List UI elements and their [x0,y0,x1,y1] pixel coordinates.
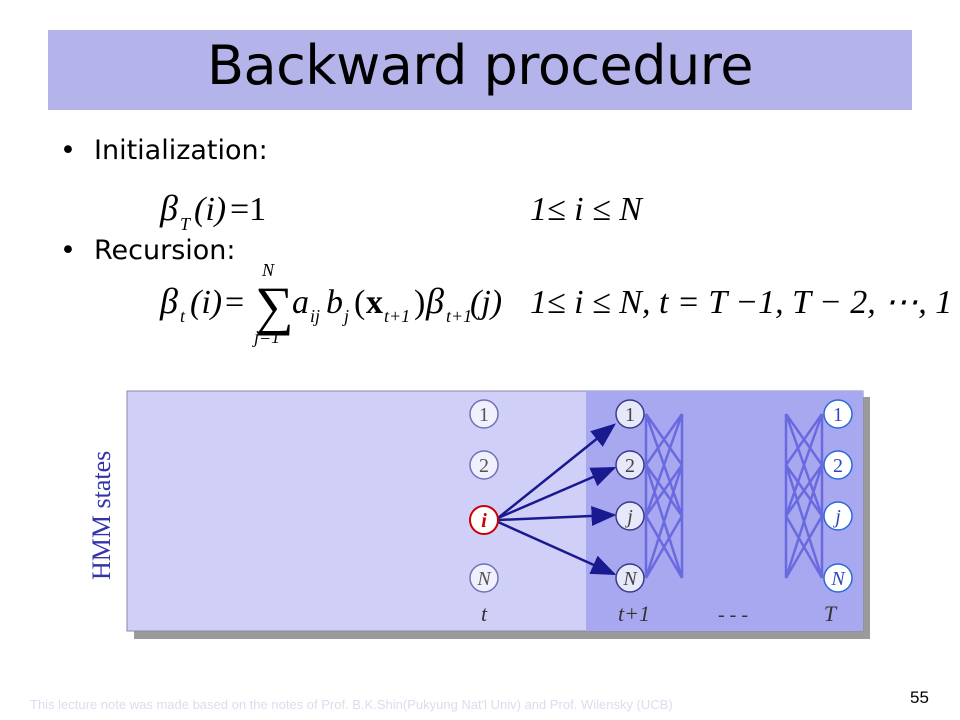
rec-x: x [366,284,383,321]
state-label: N [830,568,846,590]
init-arg: (i) [194,191,226,228]
state-node [615,399,645,429]
init-condition: 1≤ i ≤ N [530,191,644,228]
rec-eq: = [225,284,244,321]
bullet-recursion: • Recursion: [60,235,236,266]
state-node [469,563,499,593]
bullet-glyph: • [60,135,76,166]
rec-sum: ∑ [255,276,294,336]
initialization-label: Initialization: [94,135,268,166]
state-node [615,501,645,531]
state-label: N [476,568,492,590]
init-equation: β T (i) =1 1≤ i ≤ N [159,188,644,234]
init-beta-sub: T [180,214,192,234]
state-node [823,501,853,531]
state-label: 2 [833,455,843,477]
arrow-i-to-N [497,520,617,576]
rec-arg: (i) [190,284,222,321]
init-beta: β [159,188,178,228]
time-label-T: T [824,601,838,626]
rec-condition: 1≤ i ≤ N, t = T −1, T − 2, ⋯, 1 [530,284,952,321]
recursion-equation: β t (i) = ∑ N j=1 a ij b j ( x t+1 ) β t… [159,260,952,347]
state-label: j [624,506,633,528]
state-node [615,563,645,593]
lattice-right [784,413,824,579]
time-ellipsis: - - - [718,604,748,626]
rec-x-open: ( [354,284,365,321]
rec-x-close: ) [414,284,425,321]
rec-beta: β [159,281,178,321]
column-t-plus-1: 1 2 j N [615,399,645,593]
footer-credit: This lecture note was made based on the … [30,697,673,712]
rec-beta2-arg: (j) [470,284,502,321]
arrow-i-to-j [497,505,617,526]
state-label: 2 [625,455,635,477]
state-label: 1 [479,404,489,426]
state-label: 2 [479,455,489,477]
transition-arrows [497,423,617,576]
active-state-node [469,505,499,535]
active-state-label: i [481,510,487,532]
recursion-label: Recursion: [94,235,236,266]
state-label: 1 [625,404,635,426]
state-node [469,450,499,480]
hmm-states-label: HMM states [87,451,116,580]
rec-beta2: β [425,281,444,321]
slide-title: Backward procedure [206,34,754,97]
title-bar: Backward procedure [48,30,912,110]
lattice-left [644,413,684,579]
state-label: N [622,568,638,590]
state-node [823,399,853,429]
time-label-t-plus-1: t+1 [618,601,650,626]
arrow-i-to-1 [497,423,616,519]
rec-b: b [326,284,343,321]
time-label-t: t [481,601,488,626]
rec-a-sub: ij [310,306,320,326]
state-node [823,450,853,480]
rec-a: a [292,284,309,321]
state-node [469,399,499,429]
page-number: 55 [910,688,929,707]
state-label: 1 [833,404,843,426]
rec-beta2-sub: t+1 [446,306,472,326]
equations: β T (i) =1 1≤ i ≤ N β t (i) = ∑ N j=1 a … [159,188,952,347]
lattice-lines [644,413,824,579]
column-T: 1 2 j N [823,399,853,593]
rec-x-sub: t+1 [384,306,410,326]
bullet-glyph: • [60,235,76,266]
arrow-i-to-2 [497,466,617,520]
state-label: j [832,506,841,528]
bullet-initialization: • Initialization: [60,135,268,166]
column-t: 1 2 i N [469,399,499,593]
init-rhs: =1 [230,191,266,228]
rec-beta-sub: t [180,306,186,326]
rec-sum-bottom: j=1 [252,327,280,347]
state-node [615,450,645,480]
state-node [823,563,853,593]
rec-sum-top: N [261,260,275,280]
rec-b-sub: j [342,306,349,326]
